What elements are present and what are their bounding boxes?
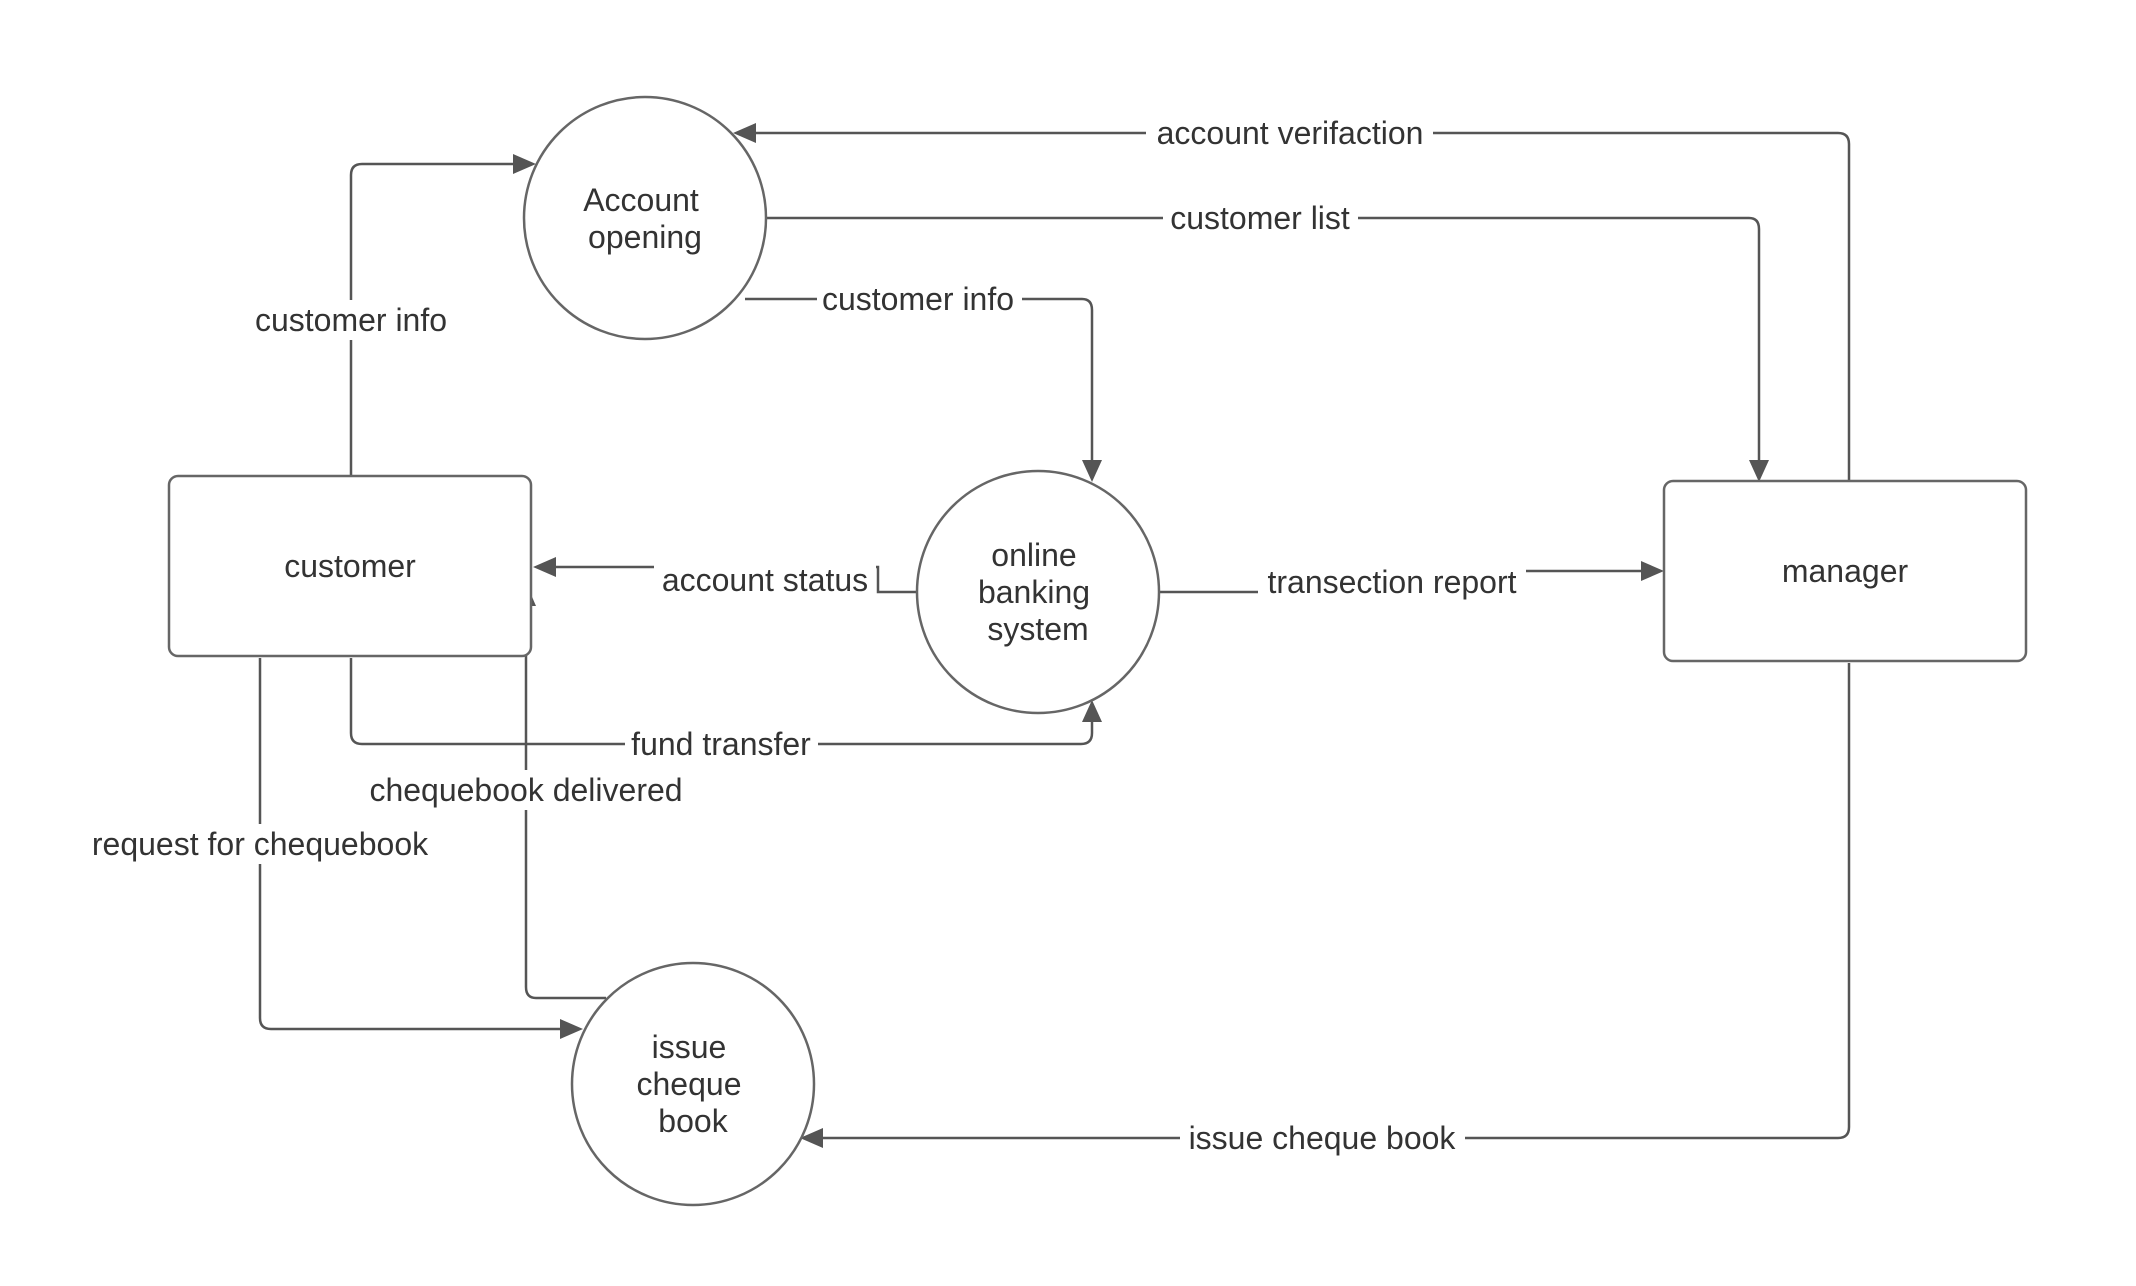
arrowhead-icon — [533, 557, 556, 577]
node-label-line: system — [987, 611, 1088, 647]
edge-label-chequebook-delivered: chequebook delivered — [369, 772, 682, 808]
node-label-line: customer — [284, 548, 416, 584]
arrowhead-icon — [1082, 460, 1102, 482]
node-label-line: online — [991, 537, 1076, 573]
node-label-line: banking — [978, 574, 1090, 610]
entity-customer[interactable]: customer — [167, 474, 533, 658]
edge-account-status[interactable]: account status — [533, 557, 916, 600]
edge-label-customer-info-to-opening: customer info — [255, 302, 447, 338]
edge-label-fund-transfer: fund transfer — [631, 726, 811, 762]
edge-fund-transfer[interactable]: fund transfer — [349, 658, 1102, 764]
edge-account-verification[interactable]: account verifaction — [733, 113, 1851, 482]
arrowhead-icon — [1749, 460, 1769, 482]
edge-customer-info-to-system[interactable]: customer info — [745, 279, 1102, 482]
arrowhead-icon — [800, 1128, 823, 1148]
process-online-banking-system[interactable]: online banking system — [915, 469, 1161, 715]
edge-transaction-report[interactable]: transection report — [1160, 561, 1664, 602]
node-label-line: book — [658, 1103, 728, 1139]
entity-manager[interactable]: manager — [1662, 479, 2028, 663]
process-issue-cheque-book[interactable]: issue cheque book — [570, 961, 816, 1207]
arrowhead-icon — [1082, 700, 1102, 722]
arrowhead-icon — [733, 123, 756, 143]
edge-label-request-chequebook: request for chequebook — [92, 826, 429, 862]
node-label-line: Account — [583, 182, 699, 218]
edge-label-account-verification: account verifaction — [1157, 115, 1424, 151]
node-label-line: opening — [588, 219, 702, 255]
arrowhead-icon — [560, 1019, 583, 1039]
process-account-opening[interactable]: Account opening — [522, 95, 768, 341]
node-label-line: cheque — [637, 1066, 742, 1102]
edge-request-chequebook[interactable]: request for chequebook — [80, 658, 583, 1039]
node-label-line: manager — [1782, 553, 1909, 589]
arrowhead-icon — [1641, 561, 1664, 581]
edge-customer-info-to-opening[interactable]: customer info — [246, 154, 536, 476]
node-label-line: issue — [652, 1029, 727, 1065]
edge-label-account-status: account status — [662, 562, 868, 598]
edge-customer-list[interactable]: customer list — [766, 198, 1769, 482]
edge-label-customer-info-to-system: customer info — [822, 281, 1014, 317]
arrowhead-icon — [513, 154, 536, 174]
edge-chequebook-delivered[interactable]: chequebook delivered — [358, 583, 694, 1000]
edge-label-customer-list: customer list — [1170, 200, 1350, 236]
edge-label-issue-cheque-book: issue cheque book — [1189, 1120, 1457, 1156]
edge-label-transaction-report: transection report — [1267, 564, 1516, 600]
edge-issue-cheque-book[interactable]: issue cheque book — [800, 663, 1851, 1158]
